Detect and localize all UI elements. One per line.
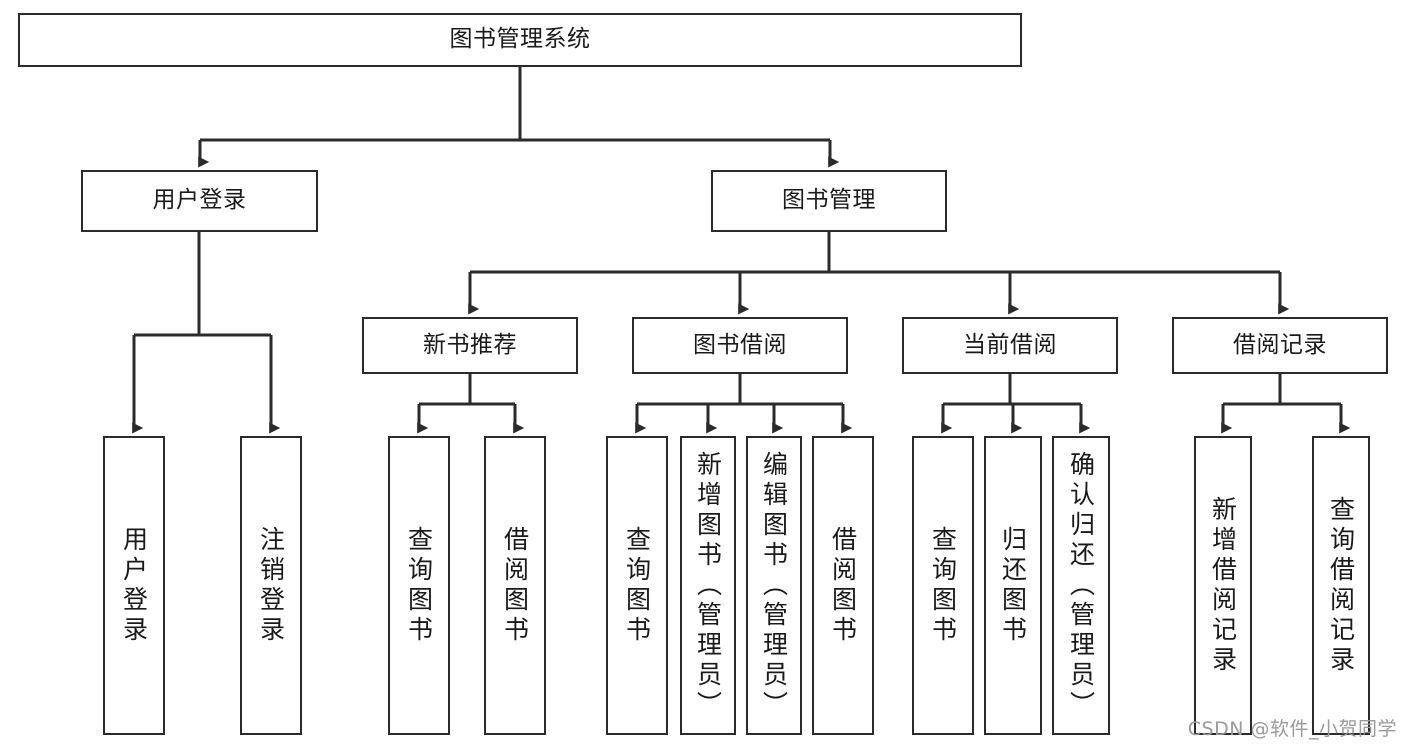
node-book-management[interactable]: 图书管理 [711,170,947,232]
node-borrow-record-label: 借阅记录 [1233,331,1327,358]
node-leaf-user-logout-label: 注销登录 [256,525,286,646]
node-leaf-query-book-current-label: 查询图书 [928,525,958,646]
node-leaf-borrow-book[interactable]: 借阅图书 [812,436,874,735]
node-leaf-add-book-admin[interactable]: 新增图书（管理员） [680,436,736,735]
node-leaf-return-book-label: 归还图书 [998,525,1028,646]
node-user-login-label: 用户登录 [152,187,247,214]
node-leaf-user-login[interactable]: 用户登录 [103,436,165,735]
node-leaf-borrow-book-label: 借阅图书 [828,525,858,646]
node-borrow-record[interactable]: 借阅记录 [1172,317,1388,374]
node-leaf-edit-book-admin-label: 编辑图书（管理员） [759,450,789,721]
node-current-borrow-label: 当前借阅 [963,331,1057,358]
node-leaf-query-book-borrow-label: 查询图书 [622,525,652,646]
node-leaf-borrow-book-rec[interactable]: 借阅图书 [484,436,546,735]
node-leaf-query-book-current[interactable]: 查询图书 [912,436,974,735]
node-leaf-borrow-book-rec-label: 借阅图书 [500,525,530,646]
node-book-management-label: 图书管理 [782,187,876,214]
node-leaf-query-book-rec[interactable]: 查询图书 [388,436,450,735]
node-leaf-add-borrow-record[interactable]: 新增借阅记录 [1194,436,1252,735]
node-new-book-recommend-label: 新书推荐 [423,331,517,358]
node-leaf-confirm-return-admin-label: 确认归还（管理员） [1066,450,1096,721]
node-leaf-query-book-rec-label: 查询图书 [404,525,434,646]
node-root-label: 图书管理系统 [449,26,591,53]
node-current-borrow[interactable]: 当前借阅 [902,317,1118,374]
node-leaf-query-borrow-record-label: 查询借阅记录 [1326,495,1356,676]
node-new-book-recommend[interactable]: 新书推荐 [362,317,578,374]
node-leaf-query-book-borrow[interactable]: 查询图书 [606,436,668,735]
watermark-text: CSDN @软件_小贺同学 [1187,718,1397,740]
node-leaf-edit-book-admin[interactable]: 编辑图书（管理员） [746,436,802,735]
node-leaf-add-book-admin-label: 新增图书（管理员） [693,450,723,721]
node-book-borrow[interactable]: 图书借阅 [632,317,848,374]
node-leaf-query-borrow-record[interactable]: 查询借阅记录 [1312,436,1370,735]
node-leaf-confirm-return-admin[interactable]: 确认归还（管理员） [1052,436,1110,735]
node-root[interactable]: 图书管理系统 [18,13,1022,67]
node-leaf-return-book[interactable]: 归还图书 [984,436,1042,735]
node-leaf-user-login-label: 用户登录 [119,525,149,646]
node-leaf-add-borrow-record-label: 新增借阅记录 [1208,495,1238,676]
node-user-login[interactable]: 用户登录 [81,170,318,232]
node-book-borrow-label: 图书借阅 [693,331,787,358]
node-leaf-user-logout[interactable]: 注销登录 [240,436,302,735]
